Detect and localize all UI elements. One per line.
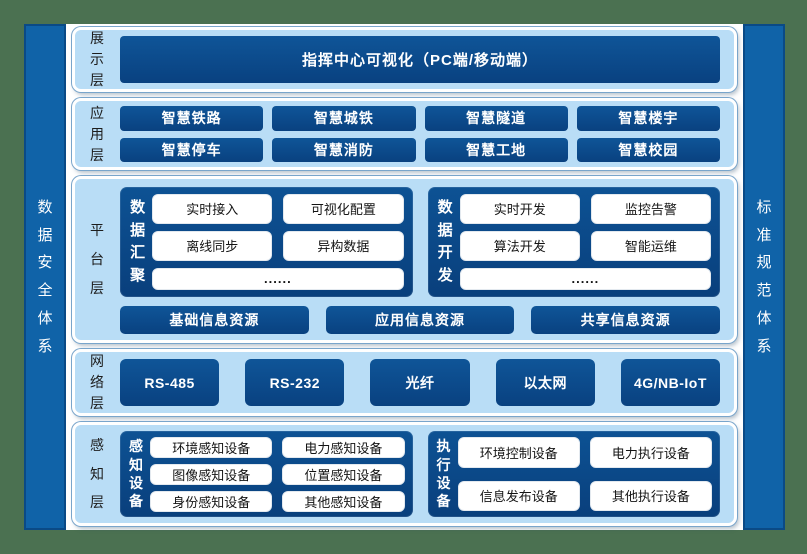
device-box-identity-sensing: 身份感知设备 — [150, 491, 273, 512]
device-box-power-sensing: 电力感知设备 — [282, 437, 405, 458]
sidebar-data-security-label: 数据安全体系 — [37, 198, 53, 355]
sidebar-standards-label: 标准规范体系 — [756, 198, 772, 355]
feature-box-heterogeneous-data: 异构数据 — [283, 230, 404, 261]
device-box-info-publishing: 信息发布设备 — [457, 480, 580, 511]
device-box-power-actuator: 电力执行设备 — [589, 437, 712, 468]
perception-group-actuator-devices: 执行设备 环境控制设备 电力执行设备 信息发布设备 其他执行设备 — [427, 431, 720, 517]
perception-layer-label-column: 感知层 — [75, 425, 119, 523]
feature-box-more-aggregation: ...... — [152, 267, 404, 290]
command-center-visualization-box: 指挥中心可视化（PC端/移动端） — [120, 36, 720, 83]
network-box-ethernet: 以太网 — [495, 359, 595, 406]
platform-groups-row: 数据汇聚 实时接入 可视化配置 离线同步 异构数据 ...... — [120, 187, 720, 297]
platform-layer-label: 平台层 — [90, 222, 104, 296]
data-development-grid: 实时开发 监控告警 算法开发 智能运维 ...... — [459, 194, 711, 290]
application-layer-label: 应用层 — [90, 104, 104, 163]
feature-box-visual-config: 可视化配置 — [283, 194, 404, 224]
device-box-other-sensing: 其他感知设备 — [282, 491, 405, 512]
layer-panel-application: 应用层 智慧铁路 智慧城铁 智慧隧道 智慧楼宇 智慧停车 智慧消防 智慧工地 智… — [72, 98, 737, 170]
perception-group-sensing-devices: 感知设备 环境感知设备 电力感知设备 图像感知设备 位置感知设备 身份感知设备 … — [120, 431, 413, 517]
network-box-rs485: RS-485 — [120, 359, 220, 406]
feature-box-monitor-alert: 监控告警 — [590, 194, 711, 224]
application-boxes-grid: 智慧铁路 智慧城铁 智慧隧道 智慧楼宇 智慧停车 智慧消防 智慧工地 智慧校园 — [119, 101, 734, 167]
layer-panel-platform: 平台层 数据汇聚 实时接入 可视化配置 离线同步 异构数据 — [72, 176, 737, 343]
app-box-smart-campus: 智慧校园 — [576, 137, 720, 162]
feature-box-offline-sync: 离线同步 — [152, 230, 273, 261]
platform-group-data-aggregation: 数据汇聚 实时接入 可视化配置 离线同步 异构数据 ...... — [120, 187, 413, 297]
sidebar-standards: 标准规范体系 — [743, 24, 785, 530]
app-box-smart-building: 智慧楼宇 — [576, 106, 720, 131]
app-box-smart-parking: 智慧停车 — [120, 137, 264, 162]
platform-group-data-development: 数据开发 实时开发 监控告警 算法开发 智能运维 ...... — [427, 187, 720, 297]
device-box-image-sensing: 图像感知设备 — [150, 464, 273, 485]
display-layer-body: 指挥中心可视化（PC端/移动端） — [119, 30, 734, 89]
feature-box-realtime-dev: 实时开发 — [459, 194, 580, 224]
layer-panel-network: 网络层 RS-485 RS-232 光纤 以太网 4G/NB-IoT — [72, 349, 737, 416]
perception-layer-label: 感知层 — [90, 436, 104, 511]
sidebar-data-security: 数据安全体系 — [24, 24, 66, 530]
actuator-devices-grid: 环境控制设备 电力执行设备 信息发布设备 其他执行设备 — [457, 437, 712, 511]
app-box-smart-railway: 智慧铁路 — [120, 106, 264, 131]
data-aggregation-label: 数据汇聚 — [130, 199, 146, 284]
app-box-smart-tunnel: 智慧隧道 — [424, 106, 568, 131]
perception-layer-body: 感知设备 环境感知设备 电力感知设备 图像感知设备 位置感知设备 身份感知设备 … — [119, 425, 734, 523]
platform-layer-body: 数据汇聚 实时接入 可视化配置 离线同步 异构数据 ...... — [119, 179, 734, 340]
app-box-smart-worksite: 智慧工地 — [424, 137, 568, 162]
network-boxes-row: RS-485 RS-232 光纤 以太网 4G/NB-IoT — [119, 352, 734, 413]
app-box-smart-metro: 智慧城铁 — [272, 106, 416, 131]
resource-box-application-info: 应用信息资源 — [325, 306, 515, 334]
network-layer-label-column: 网络层 — [75, 352, 119, 413]
feature-box-algorithm-dev: 算法开发 — [459, 230, 580, 261]
display-layer-label: 展示层 — [90, 30, 104, 88]
resource-box-shared-info: 共享信息资源 — [531, 306, 721, 334]
layers-column: 展示层 指挥中心可视化（PC端/移动端） 应用层 智慧铁路 智慧城铁 智慧隧道 … — [72, 24, 737, 530]
sensing-devices-label: 感知设备 — [129, 438, 144, 510]
actuator-devices-label-column: 执行设备 — [436, 437, 452, 511]
feature-box-more-development: ...... — [459, 267, 711, 290]
platform-layer-label-column: 平台层 — [75, 179, 119, 340]
display-layer-label-column: 展示层 — [75, 30, 119, 89]
network-box-rs232: RS-232 — [245, 359, 345, 406]
network-box-4g-nbiot: 4G/NB-IoT — [620, 359, 721, 406]
data-aggregation-label-column: 数据汇聚 — [129, 194, 146, 290]
layer-panel-display: 展示层 指挥中心可视化（PC端/移动端） — [72, 27, 737, 92]
resource-box-basic-info: 基础信息资源 — [120, 306, 309, 334]
data-aggregation-grid: 实时接入 可视化配置 离线同步 异构数据 ...... — [152, 194, 404, 290]
data-development-label-column: 数据开发 — [437, 194, 454, 290]
sensing-devices-label-column: 感知设备 — [128, 437, 144, 511]
feature-box-realtime-access: 实时接入 — [152, 194, 273, 224]
application-layer-label-column: 应用层 — [75, 101, 119, 167]
feature-box-intelligent-ops: 智能运维 — [590, 230, 711, 261]
platform-resources-row: 基础信息资源 应用信息资源 共享信息资源 — [120, 306, 721, 334]
network-layer-label: 网络层 — [90, 353, 104, 411]
content-area: 数据安全体系 展示层 指挥中心可视化（PC端/移动端） 应用层 智慧铁路 智慧 — [24, 24, 785, 530]
device-box-env-sensing: 环境感知设备 — [150, 437, 273, 458]
device-box-other-actuator: 其他执行设备 — [589, 480, 712, 511]
layer-panel-perception: 感知层 感知设备 环境感知设备 电力感知设备 图像感知设备 位置感知设备 身份感… — [72, 422, 737, 526]
sensing-devices-grid: 环境感知设备 电力感知设备 图像感知设备 位置感知设备 身份感知设备 其他感知设… — [150, 437, 405, 512]
device-box-location-sensing: 位置感知设备 — [282, 464, 405, 485]
app-box-smart-firefighting: 智慧消防 — [272, 137, 416, 162]
data-development-label: 数据开发 — [437, 199, 453, 284]
actuator-devices-label: 执行设备 — [436, 438, 451, 510]
device-box-env-control: 环境控制设备 — [457, 437, 580, 468]
network-box-fiber: 光纤 — [370, 359, 470, 406]
